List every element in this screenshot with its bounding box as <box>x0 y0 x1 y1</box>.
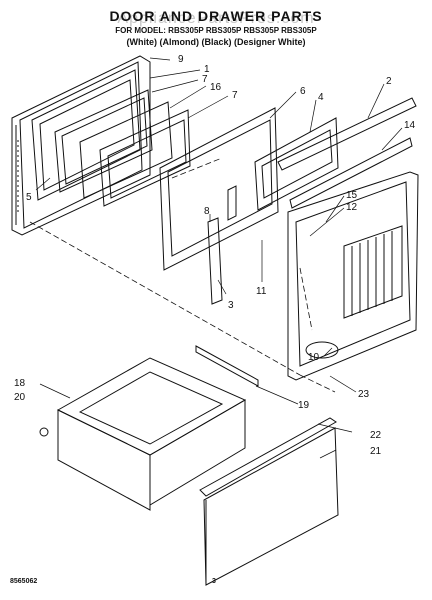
callout-7-right: 7 <box>232 90 238 101</box>
door-window-frame <box>159 107 279 271</box>
outer-door-vented <box>287 171 419 381</box>
callout-5: 5 <box>26 192 32 203</box>
door-inner-glass <box>254 117 339 211</box>
callout-12: 12 <box>346 202 358 213</box>
callout-11: 11 <box>256 286 267 297</box>
door-handle <box>277 97 417 209</box>
callout-15: 15 <box>346 190 358 201</box>
callout-leaders <box>35 57 403 459</box>
drawer-box <box>56 357 247 511</box>
callout-2: 2 <box>386 76 392 87</box>
page-title: DOOR AND DRAWER PARTS <box>109 8 323 24</box>
callout-8: 8 <box>204 206 210 217</box>
callout-1: 1 <box>204 64 210 75</box>
callout-6: 6 <box>300 86 306 97</box>
callout-7-left: 7 <box>202 74 208 85</box>
door-glass-panels <box>54 89 191 207</box>
callout-20: 20 <box>14 392 26 403</box>
callout-22: 22 <box>370 430 382 441</box>
callout-10: 10 <box>308 352 320 363</box>
callout-9: 9 <box>178 54 184 65</box>
watermark: AppliancePartsPros.com <box>117 10 315 27</box>
door-inner-frame <box>31 69 141 201</box>
outer-door-panel <box>11 55 151 236</box>
callout-21: 21 <box>370 446 382 457</box>
callout-23: 23 <box>358 389 370 400</box>
callout-labels: 9 1 7 16 7 6 4 2 14 5 8 15 12 11 3 10 23… <box>14 54 416 457</box>
callout-14: 14 <box>404 120 416 131</box>
page-number: 3 <box>212 578 216 585</box>
callout-16: 16 <box>210 82 222 93</box>
callout-3: 3 <box>228 300 234 311</box>
callout-4: 4 <box>318 92 324 103</box>
color-list: (White) (Almond) (Black) (Designer White… <box>126 37 306 47</box>
callout-18: 18 <box>14 378 26 389</box>
door-hinge-strips <box>207 185 237 305</box>
assembly-guide-lines <box>29 157 336 393</box>
drawer-screw <box>39 427 49 437</box>
model-list: FOR MODEL: RBS305P RBS305P RBS305P RBS30… <box>115 26 317 35</box>
document-number: 8565062 <box>10 578 38 585</box>
drawer-front <box>199 417 339 586</box>
drawer-rail <box>195 345 259 387</box>
callout-19: 19 <box>298 400 310 411</box>
